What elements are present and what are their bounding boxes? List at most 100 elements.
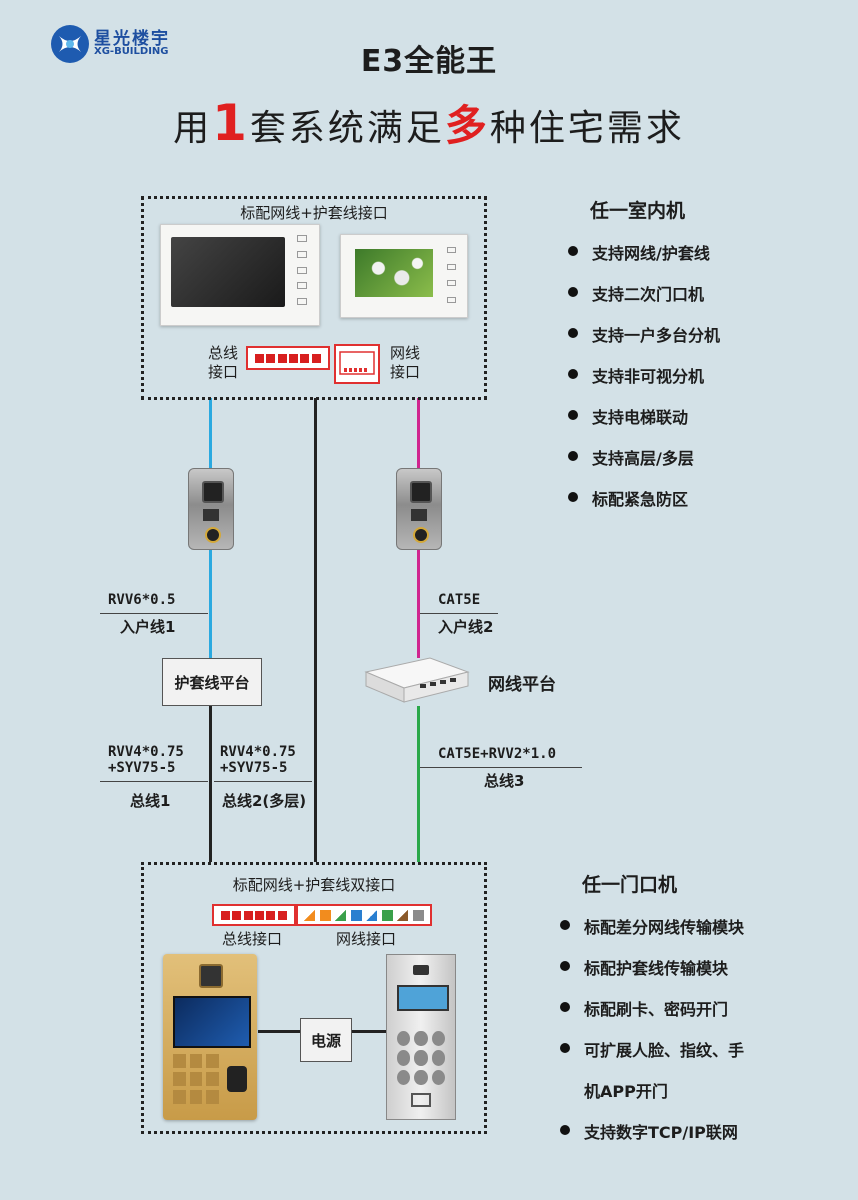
network-platform-label: 网线平台 <box>488 675 556 695</box>
power-wire-right <box>352 1030 388 1033</box>
subtitle-many: 多 <box>444 101 490 150</box>
call-button-icon <box>205 527 221 543</box>
indoor-feature-item: 支持网线/护套线 <box>568 240 720 264</box>
station-keypad <box>397 1031 445 1085</box>
rj45-port-icon <box>339 351 375 375</box>
bus2-divider <box>214 781 312 782</box>
indoor-features-title: 任一室内机 <box>590 200 686 222</box>
network-switch <box>360 654 472 706</box>
call-button-icon <box>413 527 429 543</box>
outdoor-net-port <box>296 904 432 926</box>
fingerprint-sensor-icon <box>227 1066 247 1092</box>
power-supply: 电源 <box>300 1018 352 1062</box>
bus1-name: 总线1 <box>130 792 171 810</box>
cable-left-name: 入户线1 <box>120 618 176 636</box>
bus3-divider <box>420 767 582 768</box>
station-lcd <box>397 985 449 1011</box>
cable-right-name: 入户线2 <box>438 618 494 636</box>
wire-color-orange-white <box>304 909 316 921</box>
outdoor-feature-item: 标配差分网线传输模块 <box>560 914 744 938</box>
monitor-buttons-small <box>447 247 457 303</box>
wire-black-bus1 <box>209 706 212 862</box>
card-reader-icon <box>411 509 427 521</box>
card-reader-icon <box>411 1093 431 1107</box>
station-display <box>173 996 251 1048</box>
indoor-feature-item: 支持二次门口机 <box>568 281 720 305</box>
cable-left-divider <box>100 613 208 614</box>
wire-color-brown <box>412 909 424 921</box>
station-keypad <box>173 1054 219 1104</box>
indoor-features-list: 支持网线/护套线 支持二次门口机 支持一户多台分机 支持非可视分机 支持电梯联动… <box>568 240 720 510</box>
page-title: E3全能王 <box>360 44 498 79</box>
outdoor-feature-item-cont: 机APP开门 <box>584 1082 668 1101</box>
outdoor-bus-port <box>212 904 296 926</box>
outdoor-features-list: 标配差分网线传输模块 标配护套线传输模块 标配刷卡、密码开门 可扩展人脸、指纹、… <box>560 914 744 1143</box>
bus3-spec: CAT5E+RVV2*1.0 <box>438 746 557 762</box>
outdoor-feature-item: 标配护套线传输模块 <box>560 955 744 979</box>
indoor-unit-box <box>141 196 487 400</box>
outdoor-feature-item: 标配刷卡、密码开门 <box>560 996 744 1020</box>
bus2-name: 总线2(多层) <box>222 792 307 810</box>
indoor-bus-port-label: 总线 接口 <box>208 344 239 381</box>
outdoor-unit-box <box>141 862 487 1134</box>
monitor-buttons <box>297 235 307 305</box>
subtitle-part-b: 套系统满足 <box>249 108 445 149</box>
wire-magenta-upper <box>417 398 420 468</box>
indoor-monitor-small <box>340 234 468 318</box>
indoor-net-port <box>334 344 380 384</box>
outdoor-feature-item: 可扩展人脸、指纹、手 <box>560 1037 744 1061</box>
wire-color-green <box>381 909 393 921</box>
power-wire-left <box>258 1030 300 1033</box>
bus3-name: 总线3 <box>484 772 525 790</box>
brand-sub: XG-BUILDING <box>94 46 169 57</box>
indoor-feature-item: 标配紧急防区 <box>568 486 720 510</box>
secondary-door-station-left <box>188 468 234 550</box>
wire-blue-upper <box>209 398 212 468</box>
bus2-spec-1: RVV4*0.75 <box>220 744 296 760</box>
card-reader-icon <box>203 509 219 521</box>
indoor-feature-item: 支持高层/多层 <box>568 445 720 469</box>
wire-color-blue-white <box>366 909 378 921</box>
indoor-net-port-label: 网线 接口 <box>390 344 421 381</box>
camera-lens-icon <box>199 964 223 988</box>
indoor-monitor-large <box>160 224 320 326</box>
subtitle-number: 1 <box>212 94 250 152</box>
outdoor-bus-port-label: 总线接口 <box>222 930 283 948</box>
camera-lens-icon <box>413 965 429 975</box>
wire-green-bus3 <box>417 706 420 862</box>
indoor-feature-item: 支持非可视分机 <box>568 363 720 387</box>
indoor-feature-item: 支持一户多台分机 <box>568 322 720 346</box>
indoor-box-label: 标配网线+护套线接口 <box>240 204 388 222</box>
subtitle-part-a: 用 <box>173 108 213 149</box>
page-subtitle: 用1套系统满足多种住宅需求 <box>0 92 858 153</box>
wire-magenta-lower <box>417 550 420 658</box>
outdoor-box-label: 标配网线+护套线双接口 <box>232 876 396 894</box>
brand-logo-icon <box>51 25 89 63</box>
brand-logo: 星光楼宇 XG-BUILDING <box>50 22 190 66</box>
brand-name: 星光楼宇 <box>94 29 170 49</box>
wire-blue-lower <box>209 550 212 658</box>
bus1-divider <box>100 781 208 782</box>
monitor-screen <box>171 237 285 307</box>
bus2-spec-2: +SYV75-5 <box>220 760 288 776</box>
main-door-station-gold <box>163 954 257 1120</box>
indoor-feature-item: 支持电梯联动 <box>568 404 720 428</box>
cable-left-spec: RVV6*0.5 <box>108 592 176 608</box>
indoor-bus-port <box>246 346 330 370</box>
camera-lens-icon <box>410 481 432 503</box>
bus1-spec-2: +SYV75-5 <box>108 760 176 776</box>
outdoor-features-title: 任一门口机 <box>582 874 678 896</box>
cable-right-spec: CAT5E <box>438 592 481 608</box>
wire-color-green-white <box>335 909 347 921</box>
cable-right-divider <box>420 613 498 614</box>
monitor-screen-flower <box>355 249 433 297</box>
subtitle-part-c: 种住宅需求 <box>489 108 685 149</box>
sheath-platform: 护套线平台 <box>162 658 262 706</box>
wire-color-orange <box>319 909 331 921</box>
wire-black-center <box>314 398 317 862</box>
outdoor-feature-item: 支持数字TCP/IP联网 <box>560 1119 744 1143</box>
network-switch-icon <box>364 657 470 703</box>
wire-color-brown-white <box>397 909 409 921</box>
wire-color-blue <box>350 909 362 921</box>
outdoor-net-port-label: 网线接口 <box>336 930 397 948</box>
